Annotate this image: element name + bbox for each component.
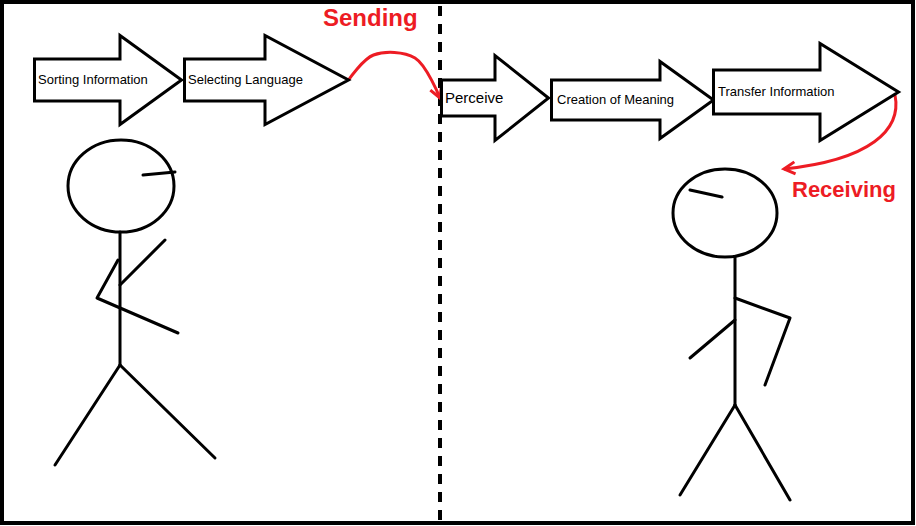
- block-arrow: Perceive: [440, 54, 550, 142]
- figure-arm: [120, 240, 165, 285]
- figure-face: [690, 190, 722, 197]
- figure-body: [734, 257, 737, 405]
- figure-head: [673, 169, 777, 257]
- block-arrow: Creation of Meaning: [550, 60, 715, 140]
- figure-body: [119, 232, 122, 365]
- edge-label: Sending: [323, 4, 418, 31]
- receiver-figure: [673, 169, 790, 500]
- step-label: Selecting Language: [188, 72, 303, 88]
- note-label: Receiving: [792, 177, 896, 202]
- figure-arm: [735, 298, 790, 385]
- figure-leg: [735, 405, 790, 500]
- note-box: Receiving: [792, 177, 896, 202]
- block-arrow: Transfer Information: [712, 42, 900, 142]
- figure-leg: [55, 365, 120, 465]
- block-arrow: Sorting Information: [33, 34, 183, 126]
- sender-figure: [55, 140, 215, 465]
- sending-arrow: [349, 52, 441, 98]
- arrow-outline: [35, 36, 182, 125]
- step-label: Creation of Meaning: [557, 92, 674, 108]
- step-label: Perceive: [445, 89, 503, 107]
- arrow-outline: [185, 36, 349, 125]
- arrow-outline: [714, 44, 899, 141]
- step-label: Transfer Information: [718, 84, 835, 100]
- figure-arm: [690, 320, 735, 358]
- figure-arm: [97, 260, 178, 333]
- figure-face: [143, 172, 175, 175]
- figure-head: [68, 140, 174, 232]
- block-arrow: Selecting Language: [183, 34, 350, 126]
- figure-leg: [120, 365, 215, 458]
- step-label: Sorting Information: [38, 72, 148, 88]
- arrow-outline: [442, 56, 549, 141]
- edge-label-box: Sending: [323, 4, 418, 32]
- arrow-outline: [552, 62, 714, 139]
- figure-leg: [680, 405, 735, 495]
